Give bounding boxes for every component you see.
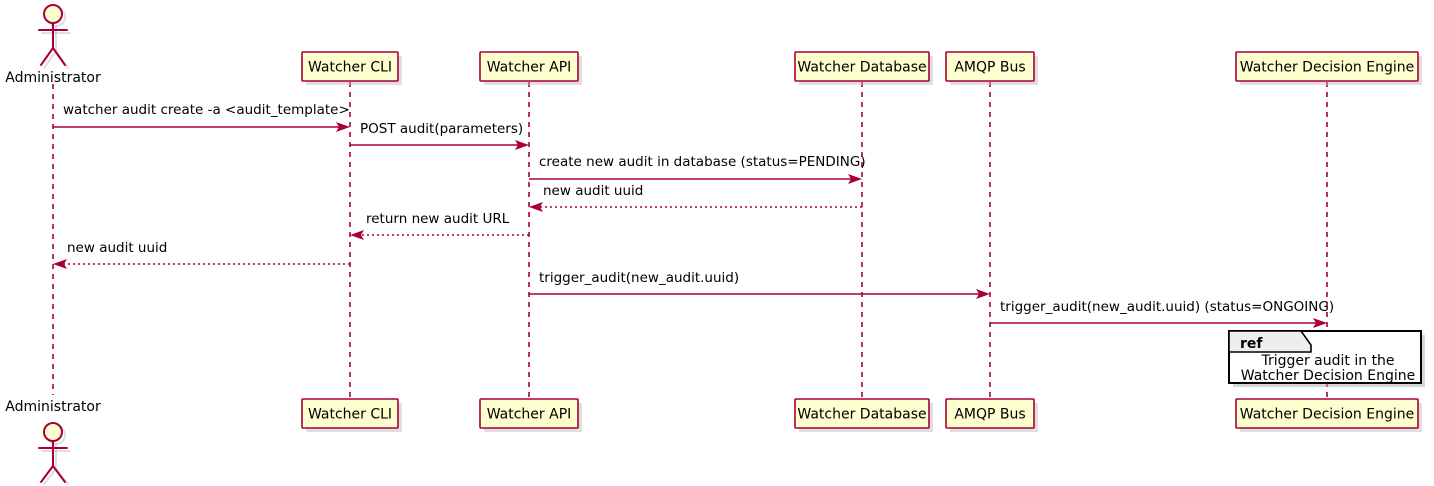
actor-leg-left xyxy=(40,47,54,66)
ref-fragment-trigger-audit[interactable]: ref Trigger audit in the Watcher Decisio… xyxy=(1228,330,1425,387)
lifelines xyxy=(52,82,1328,399)
participant-watcher-cli-top[interactable]: Watcher CLI xyxy=(301,51,402,85)
participant-watcher-api-top[interactable]: Watcher API xyxy=(479,51,582,85)
participant-label: AMQP Bus xyxy=(954,60,1025,76)
participant-label: Watcher Database xyxy=(797,407,926,423)
message-label: new audit uuid xyxy=(67,240,167,256)
message-label: return new audit URL xyxy=(366,211,510,227)
participant-watcher-database-bottom[interactable]: Watcher Database xyxy=(794,398,933,432)
message-arrowhead xyxy=(848,174,862,184)
participant-box[interactable] xyxy=(945,398,1035,429)
message-label: POST audit(parameters) xyxy=(360,121,523,137)
message-arrowhead xyxy=(976,289,990,299)
message-arrowhead xyxy=(529,202,543,212)
participant-label: Watcher API xyxy=(487,60,572,76)
message-return-new-audit-url[interactable]: return new audit URL xyxy=(350,211,529,240)
participant-watcher-decision-engine-top[interactable]: Watcher Decision Engine xyxy=(1235,51,1422,85)
ref-text-line-2: Watcher Decision Engine xyxy=(1241,368,1415,384)
ref-text-line-1: Trigger audit in the xyxy=(1260,353,1394,369)
actor-leg-right-bottom xyxy=(52,465,66,483)
participant-box[interactable] xyxy=(794,51,930,82)
participant-amqp-bus-bottom[interactable]: AMQP Bus xyxy=(945,398,1038,432)
message-new-audit-uuid-cli[interactable]: new audit uuid xyxy=(53,240,350,269)
participant-label: Watcher Decision Engine xyxy=(1240,60,1414,76)
message-arrowhead xyxy=(1313,318,1327,328)
participant-box[interactable] xyxy=(479,398,579,429)
actor-label-administrator-top: Administrator xyxy=(5,70,101,86)
participant-box[interactable] xyxy=(1235,398,1419,429)
participant-label: Watcher Database xyxy=(797,60,926,76)
message-label: watcher audit create -a <audit_template> xyxy=(63,102,350,118)
participant-box[interactable] xyxy=(1235,51,1419,82)
message-arrowhead xyxy=(515,140,529,150)
message-arrowhead xyxy=(53,259,67,269)
message-label: create new audit in database (status=PEN… xyxy=(539,154,866,170)
actor-leg-left-bottom xyxy=(40,465,54,483)
participant-watcher-api-bottom[interactable]: Watcher API xyxy=(479,398,582,432)
participant-label: Watcher CLI xyxy=(308,407,392,423)
actor-head-icon-bottom xyxy=(43,422,63,442)
participant-box[interactable] xyxy=(794,398,930,429)
participant-watcher-cli-bottom[interactable]: Watcher CLI xyxy=(301,398,402,432)
message-label: new audit uuid xyxy=(543,183,643,199)
actor-head-icon xyxy=(43,4,63,24)
ref-tab xyxy=(1228,330,1312,353)
message-new-audit-uuid-db[interactable]: new audit uuid xyxy=(529,183,862,212)
message-label: trigger_audit(new_audit.uuid) (status=ON… xyxy=(1000,299,1334,315)
actor-leg-right xyxy=(52,47,66,66)
message-arrowhead xyxy=(350,230,364,240)
actor-administrator-top[interactable]: Administrator xyxy=(5,4,101,86)
participant-box[interactable] xyxy=(301,398,399,429)
message-arrowhead xyxy=(336,122,350,132)
participant-box[interactable] xyxy=(301,51,399,82)
actor-administrator-bottom[interactable]: Administrator xyxy=(5,399,101,485)
message-create-new-audit[interactable]: create new audit in database (status=PEN… xyxy=(529,154,866,184)
participant-amqp-bus-top[interactable]: AMQP Bus xyxy=(945,51,1038,85)
participant-box[interactable] xyxy=(479,51,579,82)
participant-watcher-decision-engine-bottom[interactable]: Watcher Decision Engine xyxy=(1235,398,1422,432)
message-trigger-audit-engine[interactable]: trigger_audit(new_audit.uuid) (status=ON… xyxy=(990,299,1334,328)
participant-label: Watcher CLI xyxy=(308,60,392,76)
message-label: trigger_audit(new_audit.uuid) xyxy=(539,270,739,286)
participant-box[interactable] xyxy=(945,51,1035,82)
participant-label: Watcher Decision Engine xyxy=(1240,407,1414,423)
message-trigger-audit-bus[interactable]: trigger_audit(new_audit.uuid) xyxy=(529,270,990,299)
participant-watcher-database-top[interactable]: Watcher Database xyxy=(794,51,933,85)
participant-label: Watcher API xyxy=(487,407,572,423)
actor-label-administrator-bottom: Administrator xyxy=(5,399,101,415)
message-watcher-audit-create[interactable]: watcher audit create -a <audit_template> xyxy=(53,102,350,132)
message-post-audit[interactable]: POST audit(parameters) xyxy=(350,121,529,150)
ref-tab-label: ref xyxy=(1240,336,1263,352)
participant-label: AMQP Bus xyxy=(954,407,1025,423)
